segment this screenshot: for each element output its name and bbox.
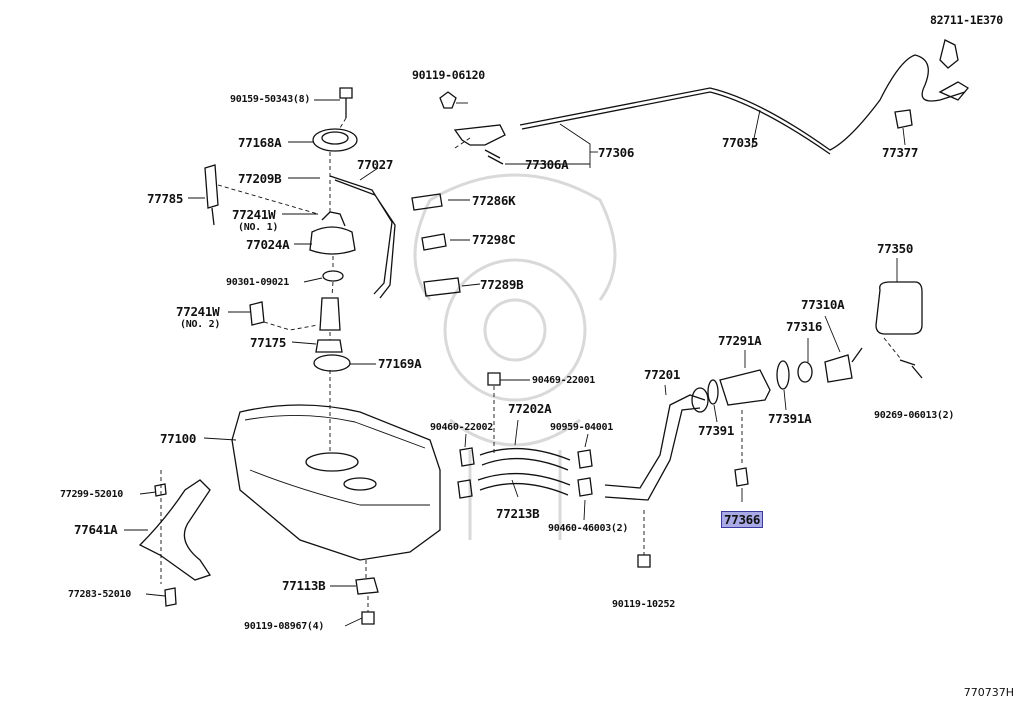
label-77377: 77377 bbox=[882, 145, 919, 160]
fuel-suction-plate-77024A bbox=[309, 226, 356, 255]
gasket-77391 bbox=[707, 379, 719, 405]
label-77391A: 77391A bbox=[768, 411, 812, 426]
label-77366-highlighted[interactable]: 77366 bbox=[721, 511, 764, 528]
label-77286K: 77286K bbox=[472, 193, 516, 208]
ring-77168A bbox=[312, 128, 358, 152]
watermark-emblem bbox=[413, 173, 617, 540]
fuel-filter bbox=[319, 297, 341, 331]
label-90159-50343: 90159-50343(8) bbox=[230, 94, 311, 105]
ring-77316 bbox=[797, 361, 813, 383]
label-77298C: 77298C bbox=[472, 232, 516, 247]
fuel-lid-opener bbox=[453, 124, 506, 146]
label-90469-22001: 90469-22001 bbox=[532, 375, 595, 386]
clamp-90959 bbox=[577, 449, 593, 469]
label-90460-22002: 90460-22002 bbox=[430, 422, 493, 433]
label-no2: (NO. 2) bbox=[180, 319, 221, 330]
clip-77366 bbox=[734, 467, 749, 487]
screw-90269 bbox=[899, 359, 923, 379]
leader-lines bbox=[124, 99, 906, 627]
label-77289B: 77289B bbox=[480, 277, 524, 292]
clip-77241W-no2 bbox=[249, 301, 265, 326]
label-no1: (NO. 1) bbox=[238, 222, 279, 233]
label-77213B: 77213B bbox=[496, 506, 540, 521]
label-77201: 77201 bbox=[644, 367, 681, 382]
label-77175: 77175 bbox=[250, 335, 287, 350]
label-90269-06013: 90269-06013(2) bbox=[874, 410, 955, 421]
label-90119-08967: 90119-08967(4) bbox=[244, 621, 325, 632]
cable-end-clip bbox=[939, 39, 959, 69]
label-77785: 77785 bbox=[147, 191, 184, 206]
label-77241W-no2: 77241W bbox=[176, 304, 220, 319]
clamp-90460-46003 bbox=[577, 477, 593, 497]
label-77641A: 77641A bbox=[74, 522, 118, 537]
bolt-90159 bbox=[339, 87, 353, 118]
label-77168A: 77168A bbox=[238, 135, 282, 150]
bolt-77299 bbox=[154, 483, 167, 497]
label-90301-09021: 90301-09021 bbox=[226, 277, 289, 288]
label-77306: 77306 bbox=[598, 145, 635, 160]
label-77209B: 77209B bbox=[238, 171, 282, 186]
label-77391: 77391 bbox=[698, 423, 735, 438]
label-82711-1E370: 82711-1E370 bbox=[930, 13, 1003, 27]
label-77350: 77350 bbox=[877, 241, 914, 256]
clamp-90460-22002 bbox=[459, 447, 475, 467]
bolt-77283 bbox=[164, 587, 177, 607]
label-77035: 77035 bbox=[722, 135, 759, 150]
diagram-reference-code: 770737H bbox=[963, 686, 1014, 699]
label-77202A: 77202A bbox=[508, 401, 552, 416]
bolt-90119-10252 bbox=[637, 554, 651, 568]
label-77283-52010: 77283-52010 bbox=[68, 589, 131, 600]
bolt-90119-08967 bbox=[361, 611, 375, 625]
clamp-77298C bbox=[421, 233, 447, 251]
clip-90469 bbox=[487, 372, 501, 386]
label-77024A: 77024A bbox=[246, 237, 290, 252]
label-90460-46003: 90460-46003(2) bbox=[548, 523, 629, 534]
label-77306A: 77306A bbox=[525, 157, 569, 172]
label-77316: 77316 bbox=[786, 319, 823, 334]
label-90119-10252: 90119-10252 bbox=[612, 599, 675, 610]
clamp-77286K bbox=[411, 193, 443, 211]
label-90119-06120: 90119-06120 bbox=[412, 68, 485, 82]
fuel-lid-77350 bbox=[875, 281, 923, 335]
fuel-tank-77100 bbox=[231, 404, 441, 561]
label-77299-52010: 77299-52010 bbox=[60, 489, 123, 500]
label-90959-04001: 90959-04001 bbox=[550, 422, 613, 433]
gasket-90301 bbox=[322, 270, 344, 282]
label-77027: 77027 bbox=[357, 157, 394, 172]
tank-band-77641A bbox=[138, 479, 212, 581]
gasket-77391A bbox=[776, 360, 790, 390]
label-77241W-no1: 77241W bbox=[232, 207, 276, 222]
clamp-77377 bbox=[894, 109, 913, 129]
hose-77202A bbox=[479, 447, 571, 471]
label-77113B: 77113B bbox=[282, 578, 326, 593]
clamp-77289B bbox=[423, 277, 461, 297]
label-77100: 77100 bbox=[160, 431, 197, 446]
protector-77113B bbox=[355, 577, 379, 595]
filler-pipe-77201 bbox=[604, 394, 706, 501]
hose-77213B bbox=[477, 472, 571, 496]
fuel-lid-cable bbox=[519, 54, 966, 151]
label-77310A: 77310A bbox=[801, 297, 845, 312]
assembly-dashed-lines bbox=[160, 117, 901, 612]
fuel-tube-77027 bbox=[329, 175, 396, 299]
fuel-cap-77310A bbox=[824, 347, 863, 383]
gasket-77169A bbox=[313, 354, 351, 372]
sender-gauge-77785 bbox=[204, 164, 219, 226]
cushion-77175 bbox=[315, 339, 343, 353]
inlet-box-77291A bbox=[719, 369, 771, 406]
label-77291A: 77291A bbox=[718, 333, 762, 348]
label-77169A: 77169A bbox=[378, 356, 422, 371]
